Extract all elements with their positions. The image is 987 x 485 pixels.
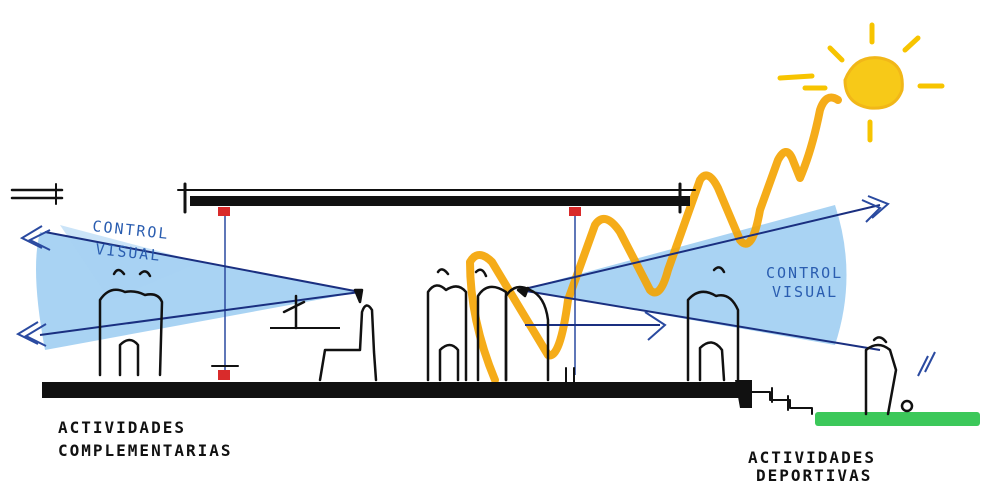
person-icon bbox=[284, 290, 376, 380]
sun-icon bbox=[780, 25, 942, 140]
label-activities-sports-1: ACTIVIDADES bbox=[748, 448, 876, 467]
label-control-visual-right-2: VISUAL bbox=[772, 283, 838, 301]
label-activities-complementary-1: ACTIVIDADES bbox=[58, 418, 186, 437]
steps bbox=[752, 388, 812, 414]
roof-edge-left bbox=[12, 184, 62, 204]
label-control-visual-right-1: CONTROL bbox=[766, 264, 843, 282]
visual-cone-left bbox=[36, 225, 360, 350]
roof-slab bbox=[178, 184, 695, 212]
sports-field bbox=[815, 412, 980, 426]
floor-slab bbox=[42, 380, 752, 408]
label-activities-complementary-2: COMPLEMENTARIAS bbox=[58, 441, 233, 460]
label-activities-sports-2: DEPORTIVAS bbox=[756, 466, 872, 485]
